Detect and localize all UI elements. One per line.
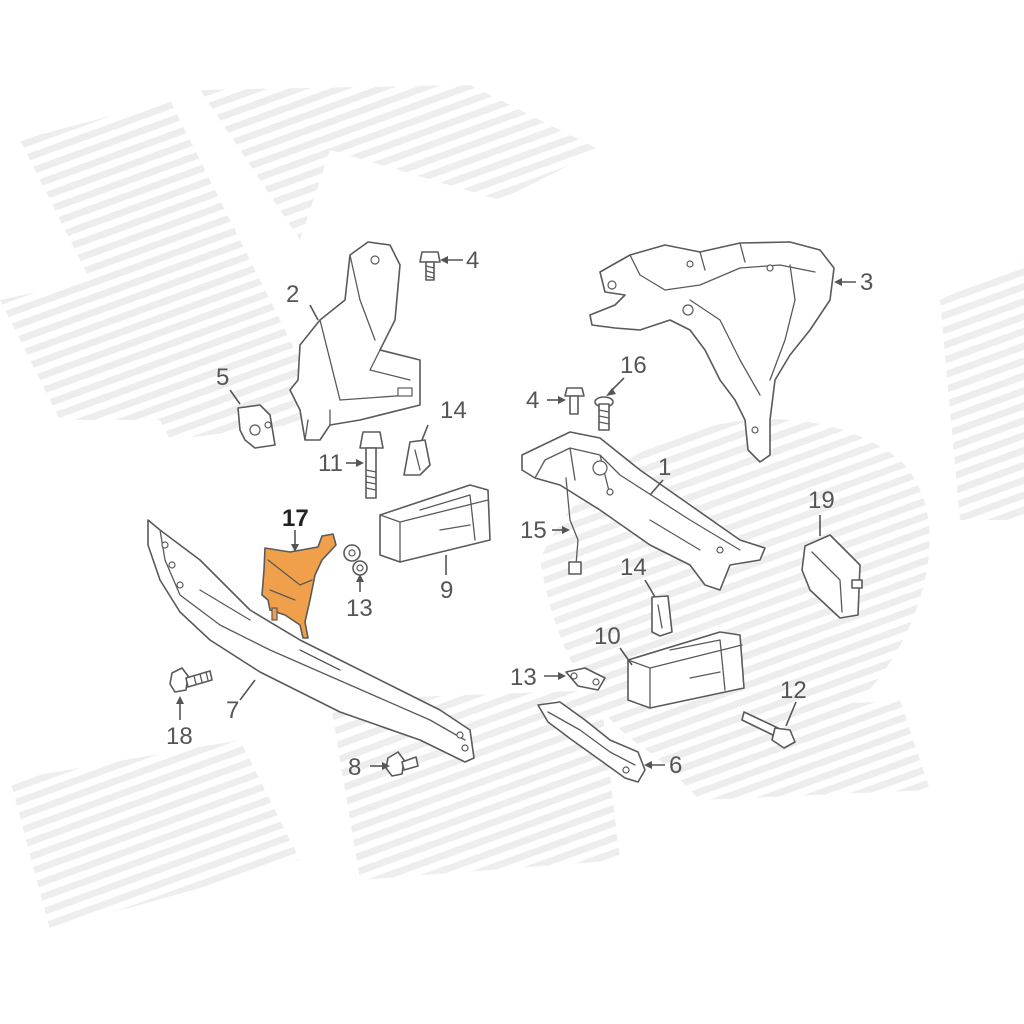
part-3-frame xyxy=(589,241,835,463)
callout-8: 8 xyxy=(348,754,361,781)
part-10-bracket xyxy=(627,631,745,709)
part-12-bolt xyxy=(741,711,796,749)
callout-14-upper: 14 xyxy=(440,397,467,424)
callout-6: 6 xyxy=(669,752,682,779)
part-16-screw xyxy=(594,396,614,431)
callout-4-lower: 4 xyxy=(526,387,539,414)
part-11-bolt xyxy=(359,431,384,499)
watermark xyxy=(0,85,1024,930)
part-14-clip-lower xyxy=(651,595,673,637)
callout-11: 11 xyxy=(318,450,343,477)
part-13-clamp-right xyxy=(565,667,606,691)
part-15-cable xyxy=(565,477,582,575)
callout-10: 10 xyxy=(594,623,621,650)
callout-1: 1 xyxy=(658,454,671,481)
part-19-module xyxy=(801,534,863,619)
callout-12: 12 xyxy=(780,677,807,704)
part-13-washer-left xyxy=(343,544,368,576)
part-6-arm xyxy=(537,701,646,783)
callout-19: 19 xyxy=(808,487,835,514)
part-4-bolt-upper xyxy=(419,251,441,281)
callout-2: 2 xyxy=(286,281,299,308)
callout-4-upper: 4 xyxy=(466,247,479,274)
callout-16: 16 xyxy=(620,352,647,379)
leader-lines xyxy=(176,256,856,770)
callout-13-right: 13 xyxy=(510,664,537,691)
part-9-bracket xyxy=(379,484,491,563)
callout-17: 17 xyxy=(282,505,309,532)
callout-15: 15 xyxy=(520,517,547,544)
part-14-clip-upper xyxy=(403,439,431,476)
callout-3: 3 xyxy=(860,269,873,296)
callout-14-lower: 14 xyxy=(620,554,647,581)
part-5-bracket xyxy=(237,404,276,449)
callout-9: 9 xyxy=(440,577,453,604)
callout-7: 7 xyxy=(226,697,239,724)
callout-18: 18 xyxy=(166,723,193,750)
part-17-highlighted-bracket xyxy=(261,533,337,639)
part-7-beam xyxy=(147,519,475,763)
part-1-crossmember xyxy=(521,431,766,591)
callout-13-left: 13 xyxy=(346,595,373,622)
callout-labels: 2 4 3 5 4 16 14 11 1 15 19 17 13 9 14 10… xyxy=(166,247,873,781)
part-4-bolt-lower xyxy=(564,387,585,415)
part-2-bracket xyxy=(289,241,421,441)
part-18-bolt xyxy=(169,667,213,693)
callout-5: 5 xyxy=(216,364,229,391)
part-8-bolt xyxy=(385,751,419,777)
